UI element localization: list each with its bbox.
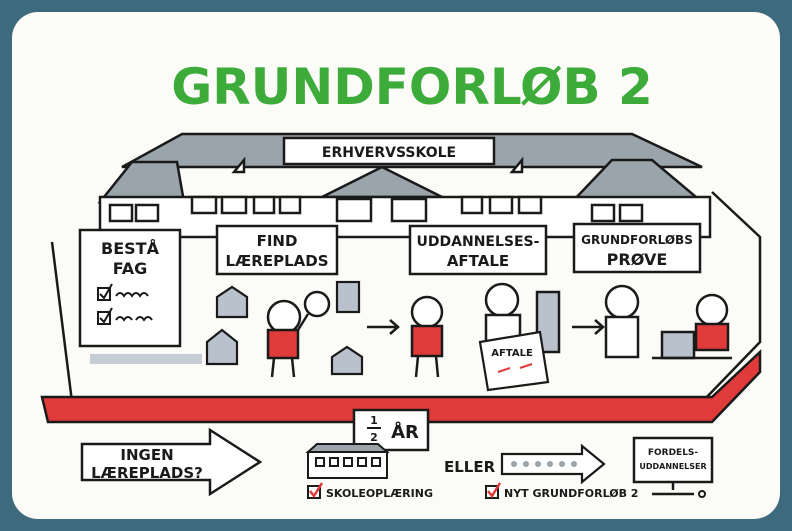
contract-document: AFTALE: [478, 330, 550, 392]
step-4-line1: GRUNDFORLØBS: [581, 233, 693, 247]
priority-programs-line1: FORDELS-: [648, 448, 699, 458]
step-2-line1: FIND: [257, 232, 298, 250]
platform-outline: [50, 191, 762, 404]
infographic-frame: GRUNDFORLØB 2 ERHVERVSSKOLE: [12, 12, 780, 519]
step-3-line2: AFTALE: [447, 252, 509, 270]
step-1-line2: FAG: [113, 259, 148, 278]
step-1-box: BESTÅ FAG: [78, 228, 182, 348]
school-building: [97, 132, 712, 239]
duration-numerator: 1: [370, 414, 378, 427]
house-icons: [205, 280, 364, 376]
step-1-line1: BESTÅ: [101, 239, 160, 258]
small-school-icon: [305, 443, 390, 479]
person-with-magnifier: [266, 290, 331, 378]
building-sign: ERHVERVSSKOLE: [322, 145, 456, 161]
monitor-icon: FORDELS- UDDANNELSER: [632, 436, 714, 498]
duration-unit: ÅR: [391, 420, 419, 443]
step-2-label: FIND LÆREPLADS: [215, 224, 339, 276]
step-3-line1: UDDANNELSES-: [417, 234, 540, 250]
option-school-check: [307, 482, 324, 499]
option-gf2: NYT GRUNDFORLØB 2: [504, 487, 638, 500]
title: GRUNDFORLØB 2: [171, 58, 653, 116]
no-apprenticeship-line1: INGEN: [120, 446, 173, 464]
priority-programs-line2: UDDANNELSER: [639, 462, 706, 471]
building-sign-box: [282, 136, 496, 166]
no-apprenticeship-arrow: INGEN LÆREPLADS?: [80, 427, 263, 497]
arrow-1-icon: [367, 319, 400, 335]
timeline-band: [40, 349, 762, 424]
handshake-illustration: [410, 282, 561, 378]
or-label: ELLER: [444, 458, 496, 476]
step-4-line2: PRØVE: [607, 250, 668, 269]
step-1-shadow: [90, 354, 202, 364]
option-gf2-check: [485, 482, 502, 499]
option-school: SKOLEOPLÆRING: [326, 487, 433, 500]
duration-denominator: 2: [370, 431, 378, 444]
dotted-arrow-icon: [500, 443, 606, 485]
step-4-label: GRUNDFORLØBS PRØVE: [572, 222, 702, 274]
exam-illustration: [604, 284, 732, 360]
step-2-line2: LÆREPLADS: [225, 252, 328, 270]
infographic-canvas: GRUNDFORLØB 2 ERHVERVSSKOLE: [40, 58, 762, 500]
step-3-label: UDDANNELSES- AFTALE: [408, 224, 548, 276]
arrow-2-icon: [572, 319, 605, 335]
contract-label: AFTALE: [491, 348, 533, 359]
no-apprenticeship-line2: LÆREPLADS?: [91, 464, 203, 482]
